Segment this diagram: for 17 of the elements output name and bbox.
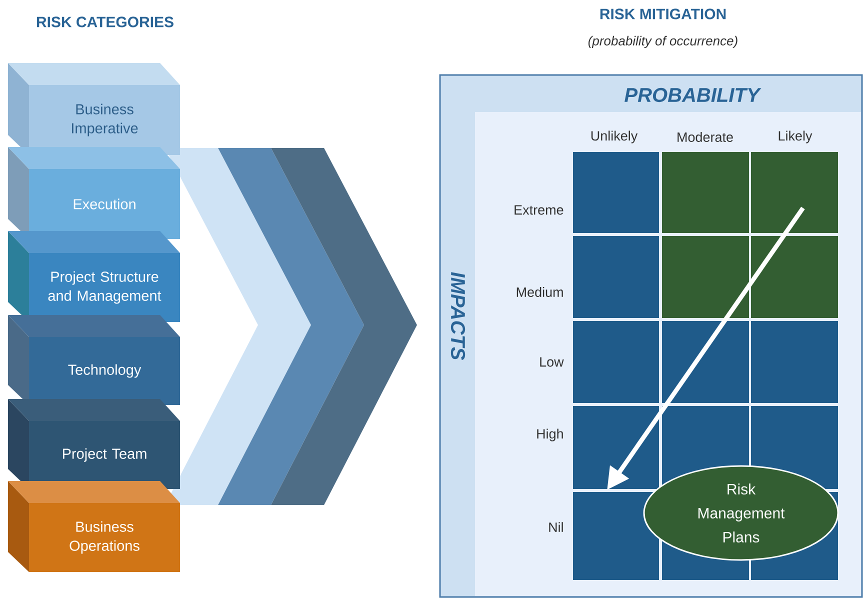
category-block: Execution <box>8 147 180 239</box>
row-label: Nil <box>549 522 563 532</box>
column-label: Moderate <box>678 132 733 142</box>
row-label: Extreme <box>514 205 564 215</box>
column-label: Likely <box>778 130 812 144</box>
row-label: High <box>537 428 563 442</box>
category-block: Project Structure and Management <box>8 231 180 322</box>
row-label: Medium <box>516 287 563 297</box>
category-block: Project Team <box>8 399 180 489</box>
category-block: Business Operations <box>8 481 180 572</box>
row-label: Low <box>540 357 564 367</box>
section-heading: RISK CATEGORIES <box>36 16 174 28</box>
section-heading: RISK MITIGATION <box>600 8 726 20</box>
category-block: Business Imperative <box>8 63 180 155</box>
subheading: (probability of occurrence) <box>588 36 738 48</box>
category-block: Technology <box>8 315 180 405</box>
column-label: Unlikely <box>591 130 638 144</box>
